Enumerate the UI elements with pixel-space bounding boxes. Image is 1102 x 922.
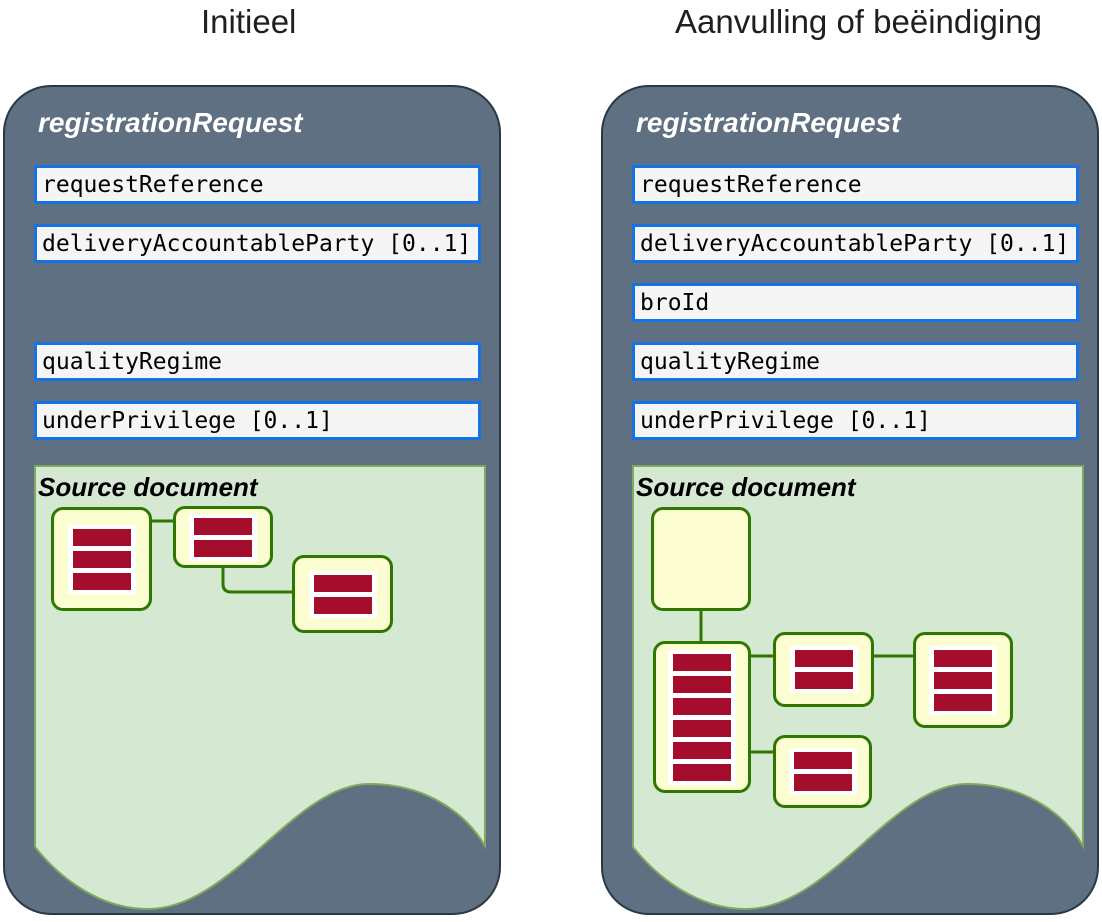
field-quality-regime: qualityRegime bbox=[34, 342, 481, 381]
document-bars bbox=[308, 570, 377, 618]
tree-node-root bbox=[51, 507, 152, 611]
tree-node-root-empty bbox=[651, 507, 751, 611]
document-bars bbox=[668, 649, 736, 785]
field-request-reference: requestReference bbox=[632, 165, 1079, 204]
source-document-area: Source document bbox=[34, 465, 486, 911]
document-bars bbox=[929, 645, 997, 715]
panel-aanvulling-header: registrationRequest bbox=[636, 107, 901, 138]
field-bro-id: broId bbox=[632, 283, 1079, 322]
field-quality-regime: qualityRegime bbox=[632, 342, 1079, 381]
source-document-label: Source document bbox=[636, 472, 856, 502]
panel-initieel-header: registrationRequest bbox=[38, 107, 303, 138]
left-column-title: Initieel bbox=[201, 3, 297, 40]
field-delivery-accountable-party: deliveryAccountableParty [0..1] bbox=[34, 224, 481, 263]
document-bars bbox=[67, 524, 136, 594]
source-document-label: Source document bbox=[38, 472, 258, 502]
tree-node-child-mid-top bbox=[773, 632, 874, 707]
tree-node-child-2 bbox=[292, 555, 393, 633]
document-bars bbox=[788, 748, 857, 795]
tree-node-child-right bbox=[913, 632, 1013, 728]
tree-node-child-tall bbox=[653, 641, 751, 793]
field-delivery-accountable-party: deliveryAccountableParty [0..1] bbox=[632, 224, 1079, 263]
field-request-reference: requestReference bbox=[34, 165, 481, 204]
right-column-title: Aanvulling of beëindiging bbox=[675, 3, 1042, 40]
tree-node-child-mid-bottom bbox=[773, 735, 872, 808]
tree-node-child-1 bbox=[173, 506, 273, 568]
source-document-area: Source document bbox=[632, 465, 1084, 911]
document-bars bbox=[189, 513, 257, 561]
panel-aanvulling: registrationRequest requestReference del… bbox=[601, 85, 1099, 915]
document-bars bbox=[789, 646, 858, 693]
field-under-privilege: underPrivilege [0..1] bbox=[34, 401, 481, 440]
field-under-privilege: underPrivilege [0..1] bbox=[632, 401, 1079, 440]
panel-initieel: registrationRequest requestReference del… bbox=[3, 85, 501, 915]
